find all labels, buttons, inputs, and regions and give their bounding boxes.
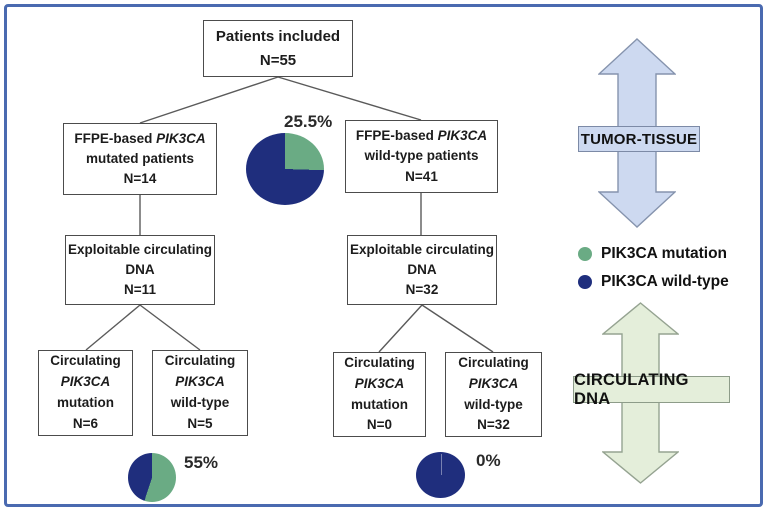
pie-label-circulating-left: 55%: [184, 453, 219, 472]
legend-item-mutation: PIK3CA mutation: [578, 245, 727, 263]
gene-name: PIK3CA: [437, 128, 488, 144]
box-circulating-wildtype-right: Circulating PIK3CA wild-type N=32: [445, 352, 542, 437]
box-text: mutation: [351, 396, 408, 412]
box-ffpe-mutated: FFPE-based PIK3CA mutated patients N=14: [63, 123, 217, 195]
box-exploitable-left: Exploitable circulating DNA N=11: [65, 235, 215, 305]
box-text: DNA: [407, 261, 437, 277]
box-n: N=6: [72, 415, 99, 431]
tumor-tissue-label: TUMOR-TISSUE: [578, 126, 700, 152]
box-text: DNA: [125, 261, 155, 277]
box-text: Exploitable circulating: [349, 241, 495, 257]
box-text: Exploitable circulating: [67, 241, 213, 257]
pie-label-circulating-right: 0%: [476, 451, 501, 470]
legend-label: PIK3CA wild-type: [601, 273, 729, 290]
box-ffpe-wildtype: FFPE-based PIK3CA wild-type patients N=4…: [345, 120, 498, 193]
box-n: N=41: [405, 168, 438, 184]
gene-name: PIK3CA: [175, 374, 225, 390]
box-text: wild-type: [464, 396, 523, 412]
box-title: Patients included: [215, 28, 341, 46]
box-circulating-mutation-left: Circulating PIK3CA mutation N=6: [38, 350, 133, 436]
box-text: mutated patients: [85, 150, 194, 166]
pie-zero-tick: [440, 454, 442, 476]
box-n: N=32: [477, 417, 510, 433]
box-text: FFPE-based: [74, 130, 153, 146]
wildtype-color-dot-icon: [578, 275, 592, 289]
box-text: Circulating: [458, 354, 529, 370]
gene-name: PIK3CA: [354, 375, 405, 391]
pie-chart-circulating-right: [416, 452, 465, 498]
legend-label: PIK3CA mutation: [601, 245, 728, 262]
box-text: Circulating: [164, 353, 236, 369]
box-text: Circulating: [50, 353, 121, 369]
box-text: mutation: [57, 395, 114, 410]
box-n: N=55: [259, 51, 297, 69]
pie-chart-tumor-tissue: [246, 133, 324, 205]
pie-chart-circulating-left: [128, 453, 176, 502]
box-circulating-mutation-right: Circulating PIK3CA mutation N=0: [333, 352, 426, 437]
gene-name: PIK3CA: [60, 374, 111, 390]
connector: [139, 76, 279, 124]
gene-name: PIK3CA: [156, 130, 206, 146]
box-n: N=32: [405, 282, 439, 298]
box-circulating-wildtype-left: Circulating PIK3CA wild-type N=5: [152, 350, 248, 436]
connector: [85, 304, 141, 351]
box-text: FFPE-based: [355, 128, 434, 144]
legend-item-wildtype: PIK3CA wild-type: [578, 273, 729, 291]
box-n: N=14: [123, 171, 157, 187]
pie-label-tumor: 25.5%: [284, 112, 333, 131]
connector: [378, 304, 423, 353]
box-n: N=0: [366, 417, 393, 433]
box-text: wild-type patients: [364, 148, 479, 164]
box-exploitable-right: Exploitable circulating DNA N=32: [347, 235, 497, 305]
box-text: Circulating: [344, 354, 415, 370]
circulating-dna-label: CIRCULATING DNA: [573, 371, 730, 408]
box-n: N=5: [187, 415, 213, 431]
connector: [139, 304, 201, 351]
box-patients-included: Patients included N=55: [203, 20, 353, 77]
mutation-color-dot-icon: [578, 247, 592, 261]
connector: [421, 304, 494, 353]
gene-name: PIK3CA: [468, 375, 519, 391]
box-text: wild-type: [170, 395, 230, 410]
box-n: N=11: [124, 282, 156, 298]
